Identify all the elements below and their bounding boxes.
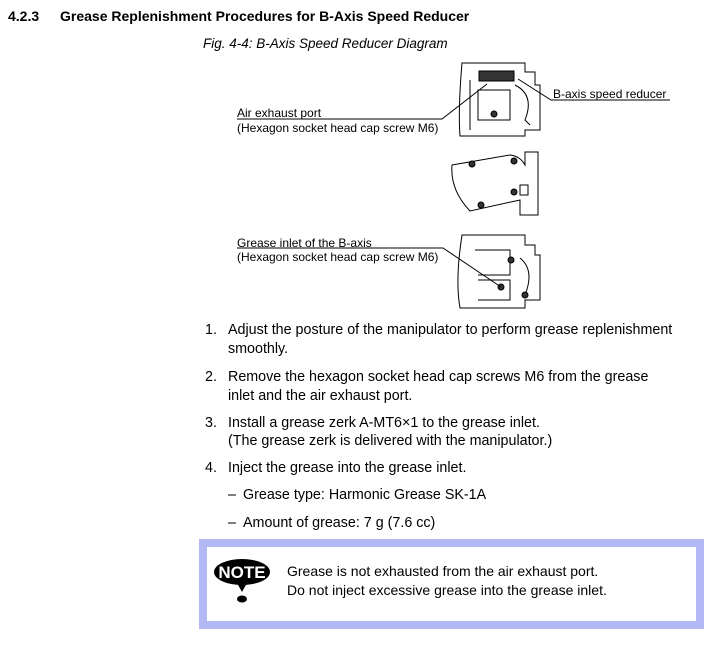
- sub-text: Amount of grease: 7 g (7.6 cc): [243, 515, 436, 531]
- reducer-leader: [517, 78, 670, 101]
- figure-caption: Fig. 4-4: B-Axis Speed Reducer Diagram: [203, 36, 448, 51]
- step-number: 1.: [205, 322, 217, 338]
- section-number: 4.2.3: [8, 8, 40, 24]
- bottom-view: [457, 234, 541, 309]
- note-box: NOTE Grease is not exhausted from the ai…: [199, 539, 704, 629]
- label-exhaust-sub: (Hexagon socket head cap screw M6): [237, 121, 439, 135]
- label-inlet-sub: (Hexagon socket head cap screw M6): [237, 250, 439, 264]
- step-number: 4.: [205, 460, 217, 476]
- note-icon-label: NOTE: [218, 563, 265, 582]
- middle-view: [451, 151, 539, 216]
- label-inlet: Grease inlet of the B-axis: [237, 236, 372, 250]
- sub-dash: –: [228, 487, 236, 503]
- note-text: Grease is not exhausted from the air exh…: [287, 563, 599, 579]
- sub-dash: –: [228, 515, 236, 531]
- exhaust-leader: [237, 83, 488, 120]
- label-reducer: B-axis speed reducer: [553, 87, 667, 101]
- step-text: Adjust the posture of the manipulator to…: [228, 322, 673, 338]
- step-number: 3.: [205, 415, 217, 431]
- section-title: Grease Replenishment Procedures for B-Ax…: [60, 8, 470, 24]
- step-text: (The grease zerk is delivered with the m…: [228, 433, 553, 449]
- step-text: inlet and the air exhaust port.: [228, 388, 413, 404]
- step-text: Install a grease zerk A-MT6×1 to the gre…: [228, 415, 540, 431]
- label-exhaust: Air exhaust port: [237, 106, 322, 120]
- note-icon: NOTE: [214, 559, 270, 603]
- step-number: 2.: [205, 369, 217, 385]
- step-text: Remove the hexagon socket head cap screw…: [228, 369, 649, 385]
- top-view: [458, 62, 541, 137]
- step-text: Inject the grease into the grease inlet.: [228, 460, 467, 476]
- sub-text: Grease type: Harmonic Grease SK-1A: [243, 487, 487, 503]
- b-axis-diagram: [237, 62, 670, 309]
- note-text: Do not inject excessive grease into the …: [287, 582, 607, 598]
- inlet-leader: [237, 247, 502, 288]
- step-text: smoothly.: [228, 341, 289, 357]
